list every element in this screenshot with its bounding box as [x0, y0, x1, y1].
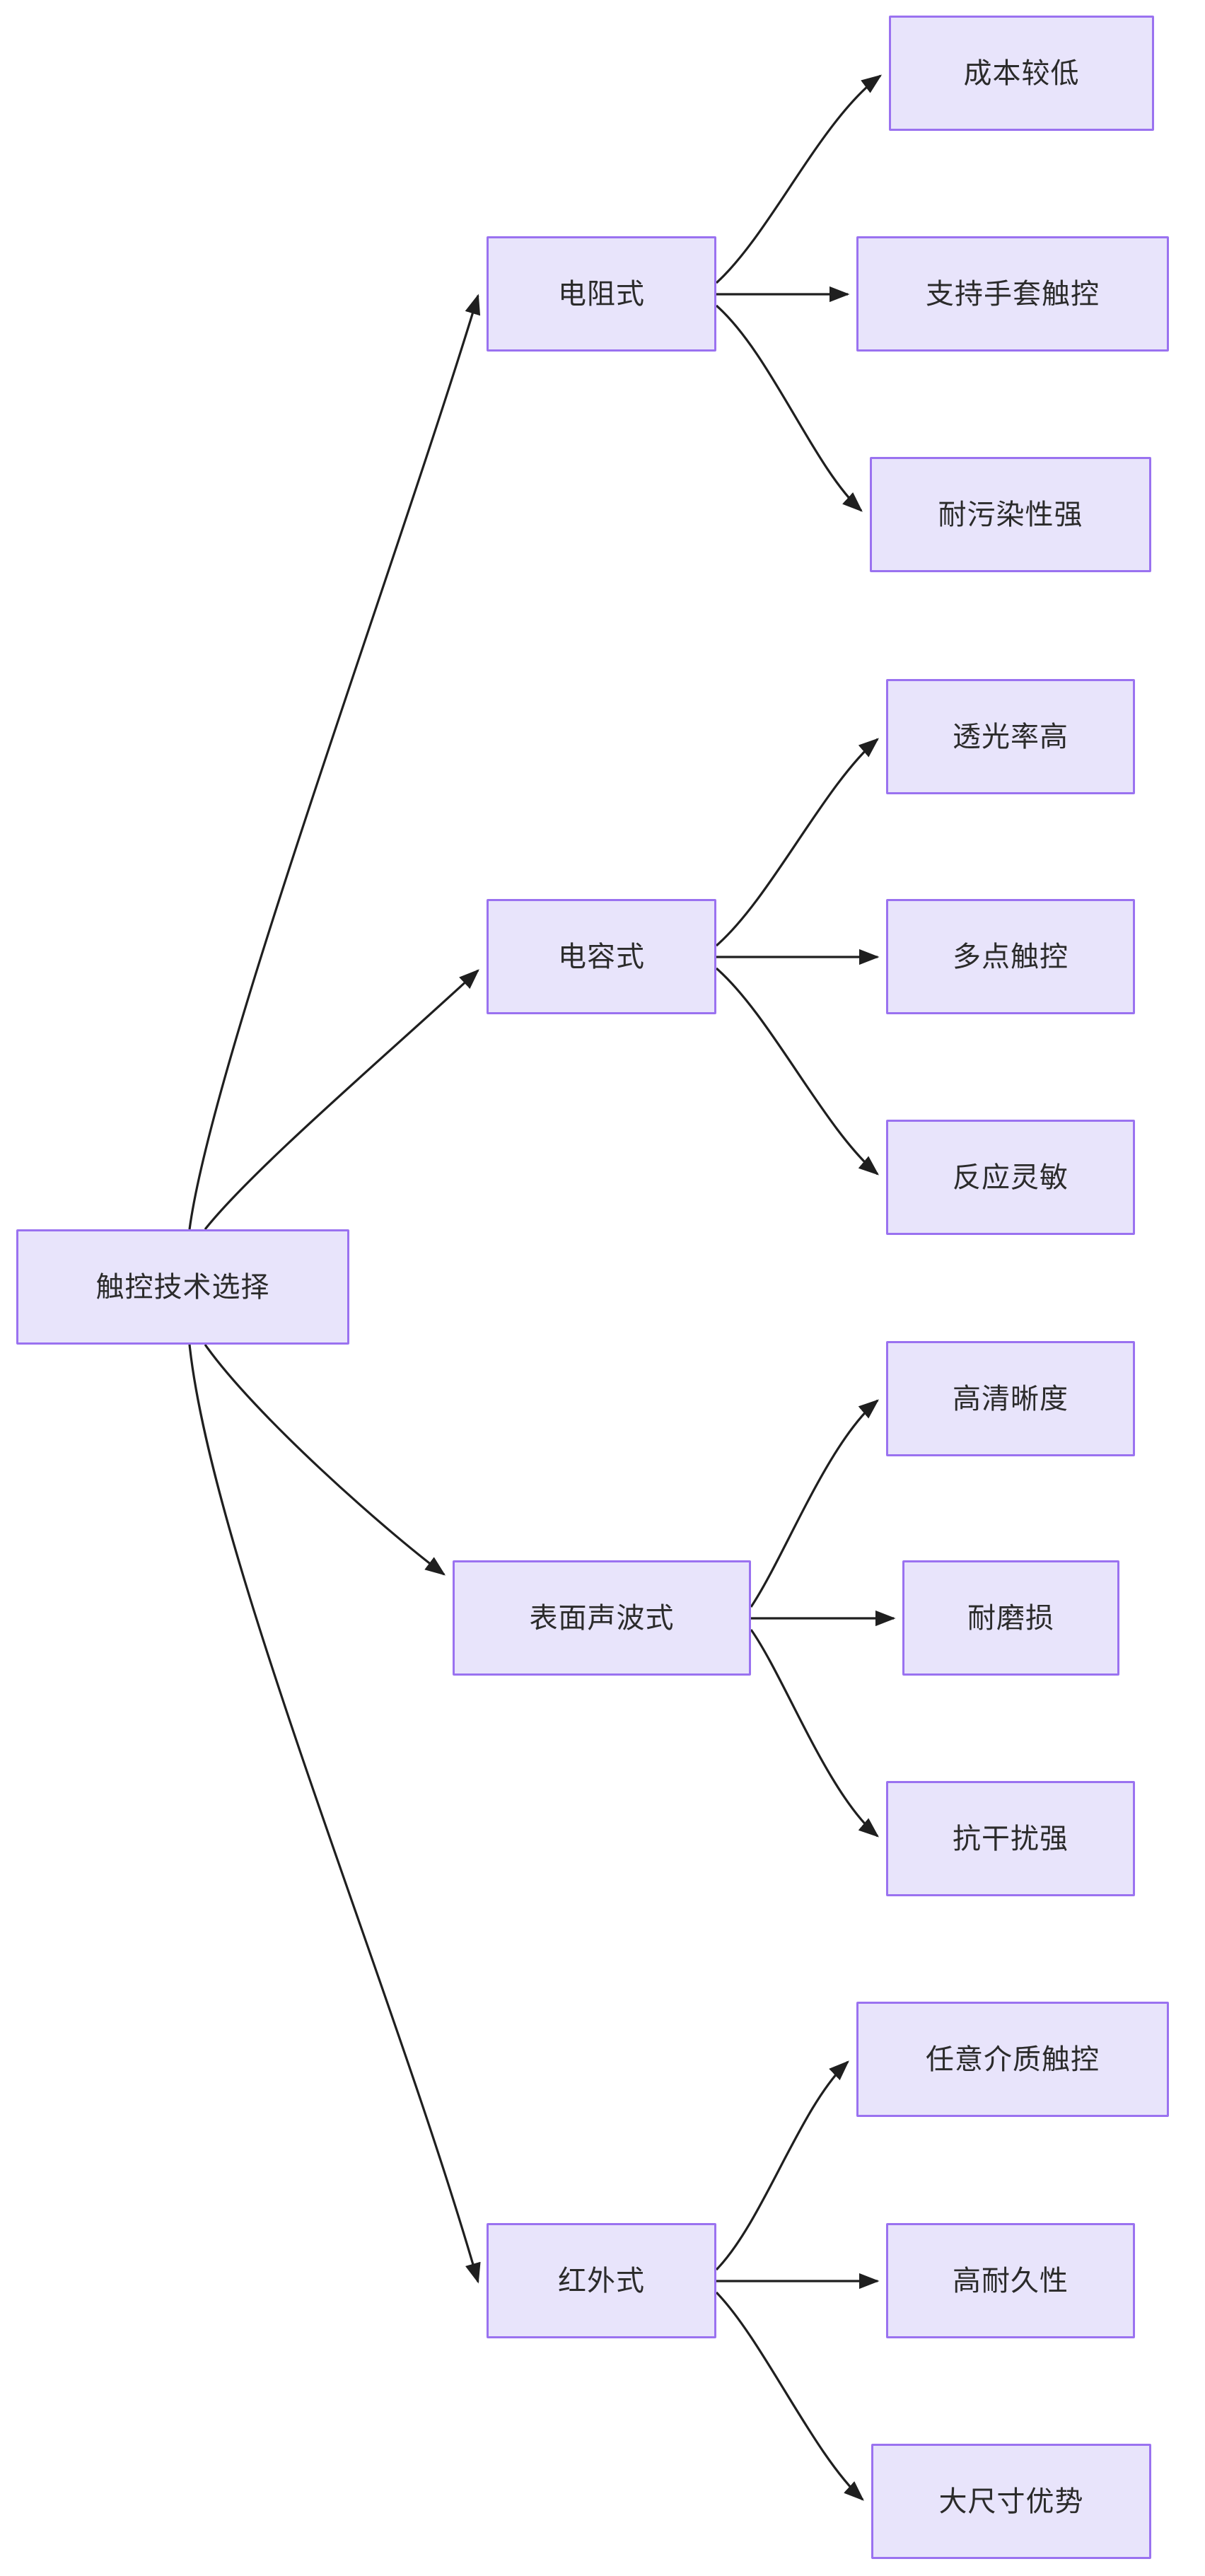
leaf-node-r2[interactable]: 支持手套触控	[856, 236, 1169, 352]
leaf-node-r1[interactable]: 成本较低	[889, 16, 1154, 131]
node-label: 反应灵敏	[953, 1161, 1069, 1193]
node-label: 表面声波式	[529, 1602, 675, 1634]
leaf-node-c1[interactable]: 透光率高	[886, 679, 1135, 794]
node-label: 支持手套触控	[926, 278, 1100, 310]
node-label: 多点触控	[953, 941, 1069, 973]
node-label: 抗干扰强	[953, 1823, 1069, 1855]
node-label: 电容式	[558, 941, 645, 973]
edge-infrared-to-i3	[715, 2291, 864, 2501]
leaf-node-s3[interactable]: 抗干扰强	[886, 1781, 1135, 1896]
node-label: 耐磨损	[967, 1602, 1054, 1634]
node-label: 任意介质触控	[926, 2043, 1100, 2075]
edge-resistive-to-r3	[715, 304, 863, 512]
edge-saw-to-s1	[750, 1399, 879, 1608]
category-node-resistive[interactable]: 电阻式	[487, 236, 716, 352]
category-node-capacitive[interactable]: 电容式	[487, 899, 716, 1014]
node-label: 红外式	[558, 2265, 645, 2297]
edge-capacitive-to-c3	[715, 967, 879, 1176]
leaf-node-s2[interactable]: 耐磨损	[902, 1560, 1119, 1676]
leaf-node-c3[interactable]: 反应灵敏	[886, 1120, 1135, 1235]
node-label: 高清晰度	[953, 1383, 1069, 1415]
node-label: 大尺寸优势	[938, 2485, 1084, 2517]
leaf-node-s1[interactable]: 高清晰度	[886, 1341, 1135, 1456]
edge-root-to-infrared	[188, 1344, 481, 2284]
edge-saw-to-s3	[750, 1629, 879, 1838]
leaf-node-c2[interactable]: 多点触控	[886, 899, 1135, 1014]
edge-infrared-to-i1	[715, 2060, 849, 2271]
edge-root-to-capacitive	[204, 969, 479, 1230]
leaf-node-i1[interactable]: 任意介质触控	[856, 2002, 1169, 2117]
category-node-infrared[interactable]: 红外式	[487, 2223, 716, 2338]
edge-root-to-resistive	[188, 294, 481, 1230]
node-label: 高耐久性	[953, 2265, 1069, 2297]
node-label: 电阻式	[558, 278, 645, 310]
leaf-node-i2[interactable]: 高耐久性	[886, 2223, 1135, 2338]
node-label: 耐污染性强	[938, 499, 1083, 530]
edge-root-to-saw	[204, 1344, 446, 1576]
category-node-saw[interactable]: 表面声波式	[453, 1560, 751, 1676]
edge-capacitive-to-c1	[715, 738, 879, 947]
node-label: 成本较低	[963, 57, 1080, 89]
leaf-node-r3[interactable]: 耐污染性强	[870, 457, 1151, 572]
node-label: 透光率高	[953, 721, 1069, 753]
node-label: 触控技术选择	[95, 1271, 270, 1303]
leaf-node-i3[interactable]: 大尺寸优势	[871, 2444, 1151, 2559]
root-node-root[interactable]: 触控技术选择	[16, 1229, 349, 1345]
